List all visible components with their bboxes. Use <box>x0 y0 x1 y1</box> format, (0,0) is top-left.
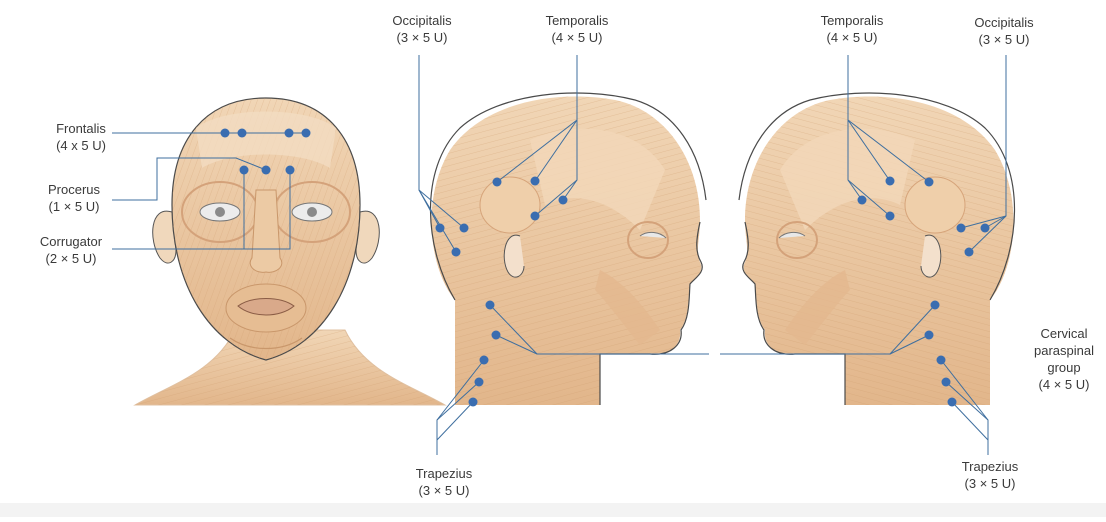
injection-point <box>452 248 461 257</box>
injection-point <box>948 398 957 407</box>
injection-point <box>302 129 311 138</box>
temporalis-left-label: Temporalis (4 × 5 U) <box>535 12 619 46</box>
occipitalis-right-name: Occipitalis <box>964 14 1044 31</box>
trapezius-left-name: Trapezius <box>404 465 484 482</box>
trapezius-left-label: Trapezius (3 × 5 U) <box>404 465 484 499</box>
procerus-label: Procerus (1 × 5 U) <box>38 181 110 215</box>
injection-point <box>240 166 249 175</box>
cervical-line3: group <box>1026 359 1102 376</box>
occipitalis-left-name: Occipitalis <box>382 12 462 29</box>
injection-point <box>480 356 489 365</box>
injection-point <box>531 212 540 221</box>
front-face-illustration <box>135 98 445 405</box>
frontalis-dose: (4 x 5 U) <box>48 137 114 154</box>
injection-point <box>937 356 946 365</box>
injection-point <box>559 196 568 205</box>
injection-point <box>492 331 501 340</box>
injection-point <box>493 178 502 187</box>
frontalis-name: Frontalis <box>48 120 114 137</box>
corrugator-label: Corrugator (2 × 5 U) <box>26 233 116 267</box>
right-profile-illustration <box>739 93 1015 405</box>
occipitalis-left-label: Occipitalis (3 × 5 U) <box>382 12 462 46</box>
injection-point <box>965 248 974 257</box>
trapezius-left-dose: (3 × 5 U) <box>404 482 484 499</box>
injection-point <box>858 196 867 205</box>
injection-point <box>436 224 445 233</box>
bottom-strip <box>0 503 1106 517</box>
cervical-line2: paraspinal <box>1026 342 1102 359</box>
temporalis-left-name: Temporalis <box>535 12 619 29</box>
procerus-name: Procerus <box>38 181 110 198</box>
procerus-dose: (1 × 5 U) <box>38 198 110 215</box>
frontalis-label: Frontalis (4 x 5 U) <box>48 120 114 154</box>
corrugator-name: Corrugator <box>26 233 116 250</box>
injection-point <box>886 177 895 186</box>
injection-point <box>238 129 247 138</box>
injection-point <box>925 331 934 340</box>
injection-point <box>221 129 230 138</box>
left-profile-illustration <box>430 93 706 405</box>
injection-point <box>486 301 495 310</box>
injection-point <box>531 177 540 186</box>
injection-point <box>469 398 478 407</box>
occipitalis-right-label: Occipitalis (3 × 5 U) <box>964 14 1044 48</box>
temporalis-right-label: Temporalis (4 × 5 U) <box>810 12 894 46</box>
injection-point <box>475 378 484 387</box>
corrugator-dose: (2 × 5 U) <box>26 250 116 267</box>
temporalis-right-name: Temporalis <box>810 12 894 29</box>
trapezius-right-label: Trapezius (3 × 5 U) <box>950 458 1030 492</box>
temporalis-right-dose: (4 × 5 U) <box>810 29 894 46</box>
injection-point <box>981 224 990 233</box>
cervical-label: Cervical paraspinal group (4 × 5 U) <box>1026 325 1102 393</box>
occipitalis-right-dose: (3 × 5 U) <box>964 31 1044 48</box>
trapezius-right-dose: (3 × 5 U) <box>950 475 1030 492</box>
occipitalis-left-dose: (3 × 5 U) <box>382 29 462 46</box>
injection-point <box>262 166 271 175</box>
cervical-line1: Cervical <box>1026 325 1102 342</box>
cervical-dose: (4 × 5 U) <box>1026 376 1102 393</box>
trapezius-right-name: Trapezius <box>950 458 1030 475</box>
temporalis-left-dose: (4 × 5 U) <box>535 29 619 46</box>
injection-point <box>931 301 940 310</box>
injection-point <box>925 178 934 187</box>
injection-point <box>286 166 295 175</box>
injection-point <box>957 224 966 233</box>
injection-point <box>886 212 895 221</box>
injection-point <box>460 224 469 233</box>
injection-point <box>942 378 951 387</box>
injection-point <box>285 129 294 138</box>
